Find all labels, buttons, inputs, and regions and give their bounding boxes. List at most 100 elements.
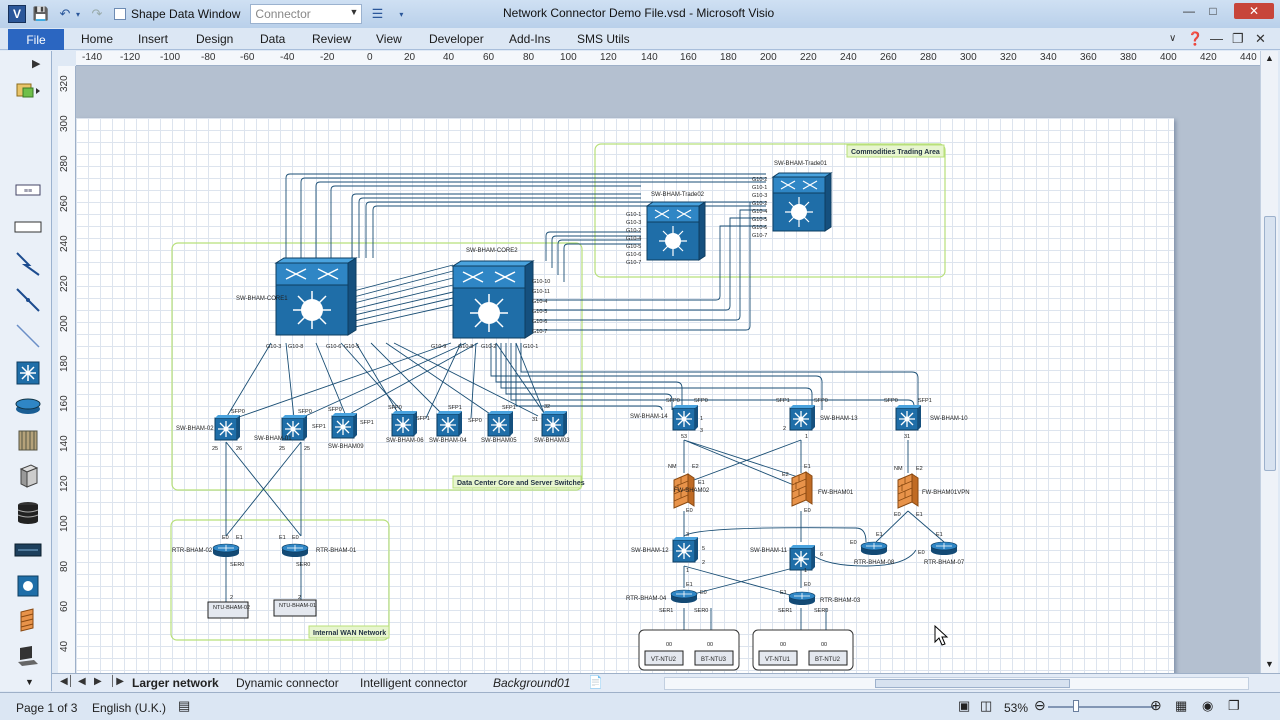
page-tab-intelligent-connector[interactable]: Intelligent connector [360,676,468,690]
tab-add-ins[interactable]: Add-Ins [509,32,551,46]
next-page-icon[interactable]: ▶ [94,676,102,687]
scroll-down-icon[interactable]: ▼ [25,677,34,687]
pan-zoom-icon[interactable]: ◉ [1202,698,1214,713]
shape-data-window-checkbox[interactable] [114,8,126,20]
sw10-switch[interactable] [895,404,922,431]
trade02-switch[interactable] [646,201,706,261]
datacenter-group[interactable] [171,242,583,491]
sw13-switch[interactable] [789,404,816,431]
customize-toolbar-icon[interactable]: ▾ [399,9,404,19]
multiplexer-shape-icon[interactable]: ≡≡ [14,177,42,203]
undo-icon[interactable]: ↶ [59,6,71,21]
language-indicator[interactable]: English (U.K.) [92,701,167,715]
page-tab-dynamic-connector[interactable]: Dynamic connector [236,676,339,690]
visio-app-icon[interactable]: V [8,5,26,23]
first-page-icon[interactable]: ◀│ [60,676,74,687]
vertical-scroll-thumb[interactable] [1264,216,1276,471]
minimize-button[interactable]: — [1183,4,1195,18]
doc-close-icon[interactable]: ✕ [1255,31,1266,46]
ribbon-minimize-icon[interactable]: ∨ [1169,33,1177,44]
sw06-switch[interactable] [391,410,418,437]
rtr08-router[interactable] [860,541,888,556]
macro-record-icon[interactable]: ▤ [178,698,191,713]
zoom-in-icon[interactable]: ⊕ [1150,697,1162,713]
rack-device-icon[interactable] [14,537,42,563]
maximize-button[interactable]: □ [1209,4,1217,18]
tab-design[interactable]: Design [196,32,234,46]
tab-sms-utils[interactable]: SMS Utils [577,32,630,46]
core2-switch[interactable] [452,260,534,339]
serial-link-icon[interactable] [14,287,42,313]
rtr02-router[interactable] [212,543,240,558]
zoom-slider-track[interactable] [1048,706,1154,708]
rtr07-router[interactable] [930,541,958,556]
network-diagram[interactable]: Commodities Trading Area Data Center Cor… [76,118,1174,676]
horizontal-scroll-thumb[interactable] [875,679,1070,688]
firewall-shape-icon[interactable] [14,607,42,633]
atm-switch-icon[interactable] [14,573,42,599]
tab-home[interactable]: Home [81,32,114,46]
tab-review[interactable]: Review [312,32,352,46]
connector-combo[interactable]: Connector ▼ [250,4,363,24]
rectangle-shape-icon[interactable] [14,214,42,240]
scroll-down-icon[interactable]: ▼ [1265,659,1274,669]
fit-page-icon[interactable]: ▦ [1175,698,1188,713]
align-icon[interactable]: ☰ [371,6,384,21]
insert-page-icon[interactable]: 📄 [588,675,603,689]
sw11-switch[interactable] [789,544,816,571]
zoom-level[interactable]: 53% [1004,701,1029,715]
horizontal-scrollbar[interactable] [664,677,1249,690]
presentation-mode-icon[interactable]: ◫ [980,698,993,713]
page-tab-larger-network[interactable]: Larger network [132,676,219,690]
fwvpn-firewall[interactable] [897,473,919,509]
database-icon[interactable] [14,500,42,526]
save-icon[interactable]: 💾 [32,6,50,21]
sw04-switch[interactable] [436,410,463,437]
drawing-page[interactable]: Commodities Trading Area Data Center Cor… [76,118,1174,676]
server-icon[interactable] [14,463,42,489]
rtr03-router[interactable] [788,591,816,606]
straight-line-icon[interactable] [14,323,42,349]
sw02-switch[interactable] [214,414,241,441]
sw12-switch[interactable] [672,536,699,563]
full-screen-icon[interactable]: ▣ [958,698,971,713]
trade01-switch[interactable] [772,172,832,232]
doc-restore-icon[interactable]: ❐ [1232,31,1244,46]
tab-file[interactable]: File [8,29,64,50]
router-shape-icon[interactable] [14,393,42,419]
page-tab-background01[interactable]: Background01 [493,676,571,690]
tab-insert[interactable]: Insert [138,32,169,46]
undo-dropdown-icon[interactable]: ▾ [75,9,80,19]
chevron-right-icon[interactable]: ▶ [32,58,41,70]
workstation-icon[interactable] [14,643,42,669]
fw01-firewall[interactable] [791,471,813,507]
tab-data[interactable]: Data [260,32,286,46]
page-indicator[interactable]: Page 1 of 3 [16,701,78,715]
server-rack-icon[interactable] [14,427,42,453]
tab-developer[interactable]: Developer [429,32,484,46]
close-button[interactable]: ✕ [1234,3,1274,19]
sw14-switch[interactable] [672,404,699,431]
switch-shape-icon[interactable] [14,360,42,386]
sw09-switch[interactable] [331,412,358,439]
rtr04-router[interactable] [670,589,698,604]
doc-minimize-icon[interactable]: — [1210,31,1223,46]
help-icon[interactable]: ❓ [1187,31,1204,46]
zoom-out-icon[interactable]: ⊖ [1034,697,1046,713]
redo-icon[interactable]: ↷ [91,6,103,21]
rtr01-router[interactable] [281,543,309,558]
sw05-switch[interactable] [487,410,514,437]
vertical-scrollbar[interactable]: ▲ ▼ [1260,51,1278,673]
lightning-connector-icon[interactable] [14,251,42,277]
commodities-group[interactable] [594,143,946,278]
scroll-up-icon[interactable]: ▲ [1265,53,1274,63]
core1-switch[interactable] [275,257,357,336]
prev-page-icon[interactable]: ◀ [78,676,86,687]
tab-view[interactable]: View [376,32,402,46]
drawing-canvas[interactable]: Commodities Trading Area Data Center Cor… [76,66,1260,676]
wan-group[interactable] [170,519,390,641]
zoom-slider-thumb[interactable] [1073,700,1079,712]
switch-windows-icon[interactable]: ❐ [1228,698,1240,713]
sw03-switch[interactable] [541,410,568,437]
last-page-icon[interactable]: │▶ [110,676,124,687]
